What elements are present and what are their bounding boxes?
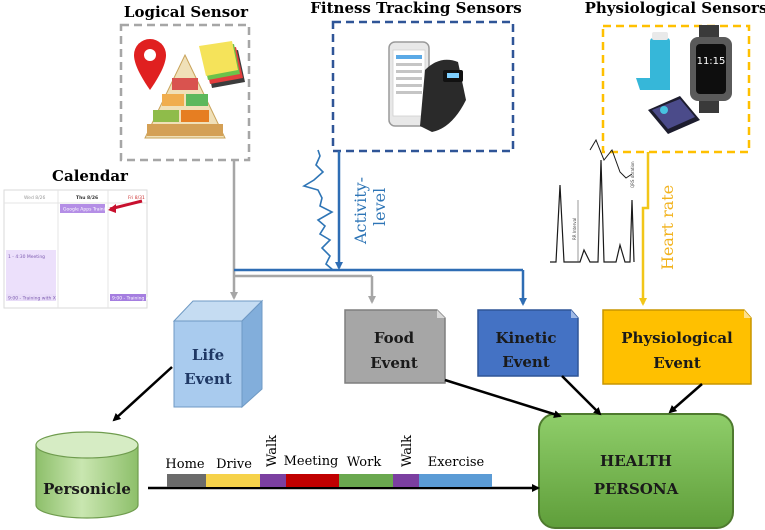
timeline-segment-home — [167, 474, 206, 487]
glucose-meter-icon — [648, 96, 700, 134]
ecg-waveform: RR Interval QRS duration — [550, 138, 635, 263]
food-pyramid-icon — [144, 53, 226, 139]
event-flow-arrows — [112, 366, 703, 492]
activity-level-label-2: level — [370, 188, 389, 226]
physiological-event-label-1: Physiological — [621, 329, 733, 347]
timeline-segment-walk-2 — [393, 474, 419, 487]
svg-text:11:15: 11:15 — [697, 56, 726, 67]
life-event-label-2: Event — [184, 370, 232, 388]
kinetic-event-label-1: Kinetic — [496, 329, 557, 347]
timeline-bar — [167, 474, 492, 487]
timeline-segment-drive — [206, 474, 260, 487]
logical-sensor-box — [119, 23, 251, 162]
heart-rate-label: Heart rate — [658, 185, 677, 270]
sticky-notes-icon — [199, 41, 245, 88]
calendar-event-2: 1 - 4:30 Meeting — [8, 254, 45, 260]
calendar-thumbnail: Wed 8/26 Thu 8/26 Fri 8/31 Google Apps T… — [3, 189, 160, 309]
logical-sensor-title: Logical Sensor — [124, 3, 249, 21]
inhaler-icon — [636, 32, 670, 90]
timeline-label-meeting: Meeting — [284, 454, 339, 469]
food-event-box: Food Event — [344, 309, 446, 384]
rr-interval-label: RR Interval — [572, 218, 577, 240]
fitness-band-icon — [420, 59, 466, 132]
calendar-col3: Fri 8/31 — [128, 195, 145, 201]
timeline-label-walk-2: Walk — [400, 435, 415, 467]
kinetic-event-label-2: Event — [502, 353, 550, 371]
health-persona-box: HEALTH PERSONA — [538, 413, 734, 529]
logical-connectors — [230, 160, 376, 304]
timeline-segment-work — [339, 474, 393, 487]
activity-level-label-1: Activity- — [351, 177, 370, 245]
timeline-labels: Home Drive Walk Meeting Work Walk Exerci… — [165, 435, 484, 472]
calendar-event-3: 9:00 - Training with X — [8, 296, 56, 302]
food-event-label-1: Food — [374, 329, 415, 347]
food-event-label-2: Event — [370, 354, 418, 372]
fitness-connectors — [234, 151, 527, 306]
physiological-connector — [639, 152, 650, 306]
calendar-event-4: 9:00 - Training with X — [112, 296, 160, 302]
health-persona-label-1: HEALTH — [600, 452, 672, 470]
calendar-title: Calendar — [52, 167, 129, 185]
timeline-segment-exercise — [419, 474, 492, 487]
timeline-label-work: Work — [347, 455, 382, 470]
timeline-segment-meeting — [286, 474, 339, 487]
physiological-event-label-2: Event — [653, 354, 701, 372]
timeline-label-drive: Drive — [216, 457, 252, 472]
timeline-label-exercise: Exercise — [428, 455, 485, 470]
fitness-sensor-box — [331, 20, 515, 153]
health-persona-label-2: PERSONA — [594, 480, 679, 498]
activity-signal-waveform — [302, 149, 334, 271]
fitness-sensors-title: Fitness Tracking Sensors — [310, 0, 521, 17]
timeline-label-home: Home — [165, 457, 204, 472]
qrs-duration-label: QRS duration — [630, 161, 635, 188]
calendar-col2: Thu 8/26 — [76, 195, 98, 201]
physiological-sensor-box — [601, 24, 751, 154]
calendar-col1: Wed 8/26 — [24, 195, 45, 201]
physiological-event-box: Physiological Event — [602, 309, 752, 385]
personicle-cylinder: Personicle — [35, 431, 139, 519]
personicle-label: Personicle — [43, 480, 131, 498]
timeline-segment-walk-1 — [260, 474, 286, 487]
smartwatch-icon: 11:15 — [690, 25, 732, 113]
location-pin-icon — [134, 39, 166, 90]
life-event-box: Life Event — [172, 299, 264, 409]
timeline-label-walk-1: Walk — [265, 435, 280, 467]
kinetic-event-box: Kinetic Event — [477, 309, 579, 377]
life-event-label-1: Life — [192, 346, 224, 364]
physiological-sensors-title: Physiological Sensors — [585, 0, 765, 17]
calendar-event-1: Google Apps Training — [63, 207, 111, 213]
